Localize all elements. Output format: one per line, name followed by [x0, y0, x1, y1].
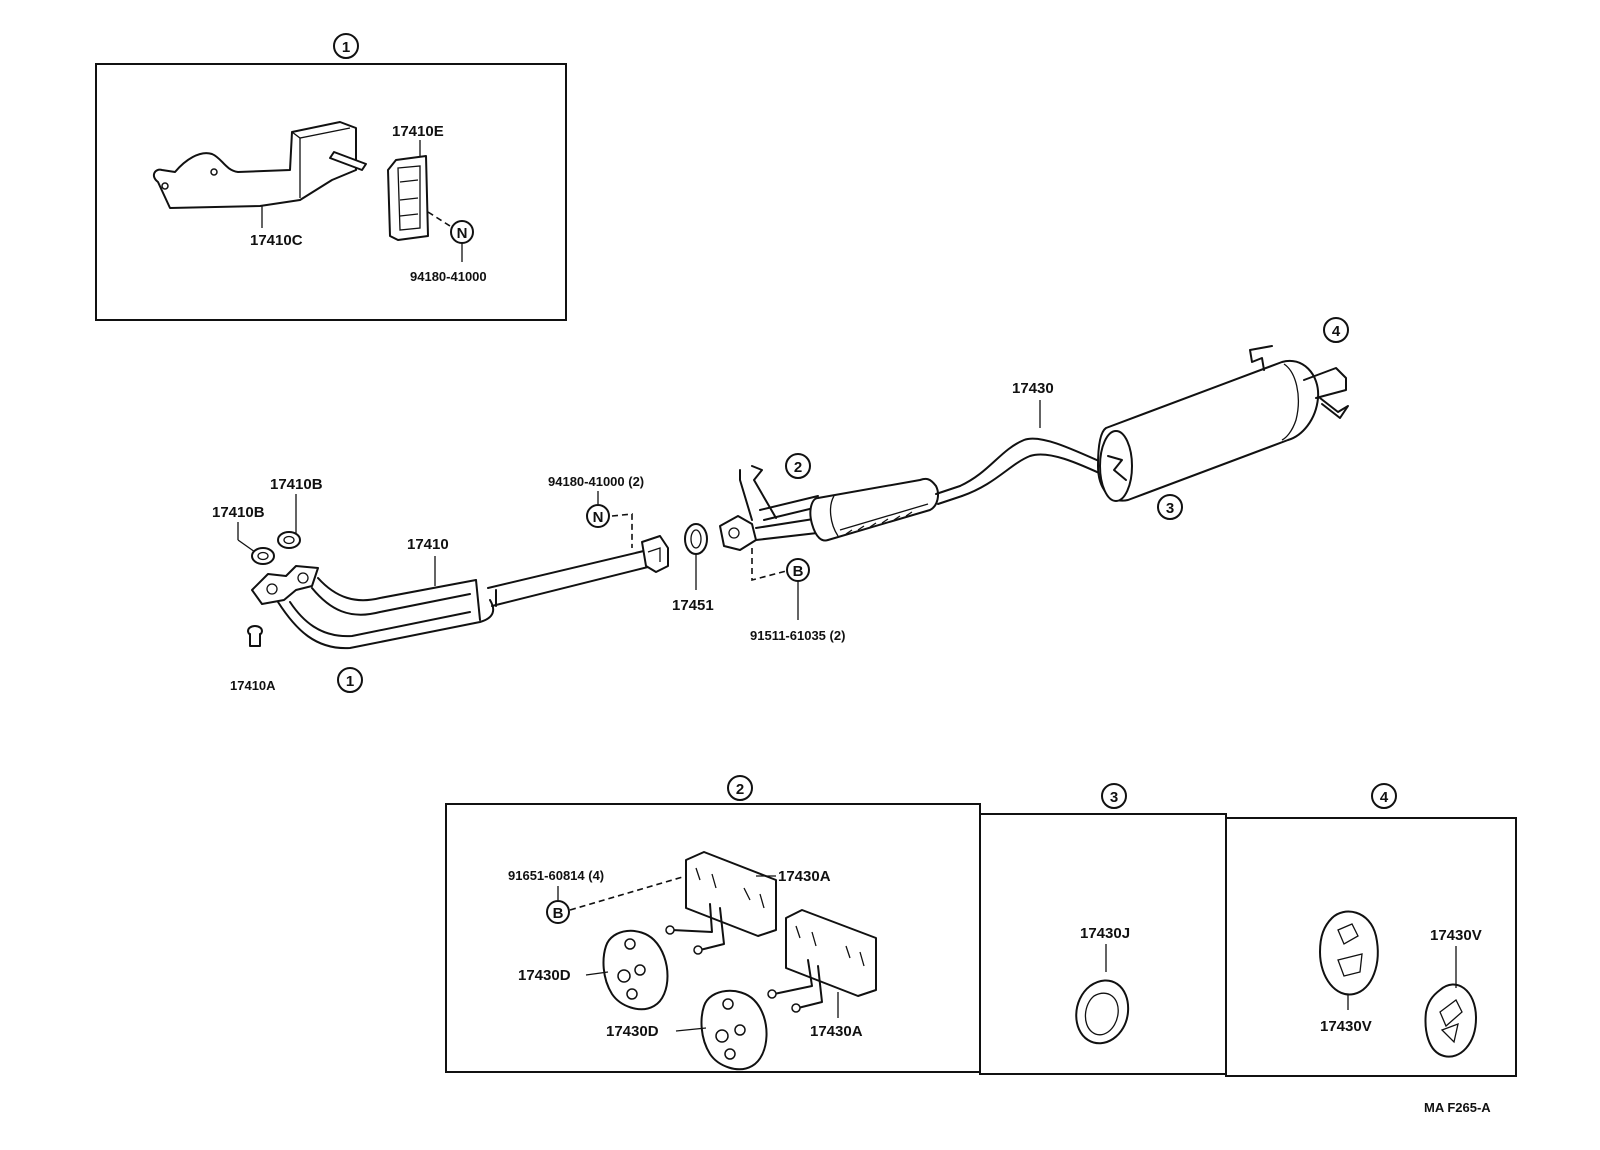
- cushion-17430d-upper[interactable]: [602, 929, 669, 1011]
- label-17410c: 17410C: [250, 232, 303, 249]
- label-91651-60814: 91651-60814 (4): [508, 868, 604, 883]
- svg-text:3: 3: [1110, 789, 1118, 806]
- label-17430: 17430: [1012, 380, 1054, 397]
- label-17430d-top: 17430D: [518, 967, 571, 984]
- label-17430a-top: 17430A: [778, 868, 831, 885]
- label-17410: 17410: [407, 536, 449, 553]
- label-17410e: 17410E: [392, 123, 444, 140]
- label-17410b-top: 17410B: [270, 476, 323, 493]
- hanger-17430v-left[interactable]: [1319, 910, 1379, 996]
- svg-text:N: N: [457, 225, 468, 242]
- label-17451: 17451: [672, 597, 714, 614]
- stud-17410a[interactable]: [247, 625, 263, 647]
- svg-text:4: 4: [1380, 789, 1389, 806]
- label-94180-41000-2: 94180-41000 (2): [548, 474, 644, 489]
- svg-text:1: 1: [342, 39, 350, 56]
- callout-2-main[interactable]: 2: [785, 453, 811, 479]
- label-91511-61035: 91511-61035 (2): [750, 628, 845, 643]
- label-17430d-bottom: 17430D: [606, 1023, 659, 1040]
- callout-1-main[interactable]: 1: [337, 667, 363, 693]
- bolt-symbol-panel2[interactable]: B: [546, 900, 570, 924]
- center-pipe-resonator[interactable]: [719, 465, 963, 551]
- bolt-symbol-main[interactable]: B: [786, 558, 810, 620]
- callout-3-bottom[interactable]: 3: [1101, 783, 1127, 809]
- callout-4-main[interactable]: 4: [1323, 317, 1349, 343]
- detail-panel-4: [1225, 817, 1517, 1077]
- label-17430v-right: 17430V: [1430, 927, 1482, 944]
- ring-gasket-17451[interactable]: [684, 523, 708, 590]
- svg-text:2: 2: [794, 459, 802, 476]
- bracket-17410c-drawing[interactable]: [152, 121, 367, 228]
- label-94180-41000: 94180-41000: [410, 269, 487, 284]
- front-pipe-17410[interactable]: [251, 535, 669, 650]
- gasket-17410b-2[interactable]: [277, 531, 301, 549]
- svg-text:2: 2: [736, 781, 744, 798]
- tail-pipe-17430[interactable]: [959, 345, 1349, 502]
- cushion-17430d-lower[interactable]: [700, 989, 768, 1071]
- label-17430v-left: 17430V: [1320, 1018, 1372, 1035]
- detail-panel-1: [95, 63, 567, 321]
- label-17430j: 17430J: [1080, 925, 1130, 942]
- svg-text:B: B: [793, 563, 804, 580]
- label-17410b-left: 17410B: [212, 504, 265, 521]
- gasket-17410b-1[interactable]: [251, 547, 275, 565]
- svg-text:3: 3: [1166, 500, 1174, 517]
- callout-2-bottom[interactable]: 2: [727, 775, 753, 801]
- label-17410a: 17410A: [230, 678, 276, 693]
- bracket-17430a-lower[interactable]: [767, 909, 877, 1018]
- svg-text:1: 1: [346, 673, 354, 690]
- callout-1-top[interactable]: 1: [333, 33, 359, 59]
- nut-symbol-main[interactable]: N: [586, 504, 610, 528]
- nut-symbol-panel1[interactable]: N: [450, 220, 474, 262]
- label-17430a-bottom: 17430A: [810, 1023, 863, 1040]
- callout-3-main[interactable]: 3: [1157, 494, 1183, 520]
- hanger-17430v-right[interactable]: [1424, 983, 1477, 1058]
- bracket-17430a-upper[interactable]: [665, 851, 777, 955]
- svg-text:N: N: [593, 509, 604, 526]
- ring-17430j[interactable]: [1075, 979, 1130, 1045]
- diagram-code: MA F265-A: [1424, 1100, 1491, 1115]
- svg-text:B: B: [553, 905, 564, 922]
- gasket-17410e-drawing[interactable]: [387, 140, 451, 241]
- callout-4-bottom[interactable]: 4: [1371, 783, 1397, 809]
- svg-text:4: 4: [1332, 323, 1341, 340]
